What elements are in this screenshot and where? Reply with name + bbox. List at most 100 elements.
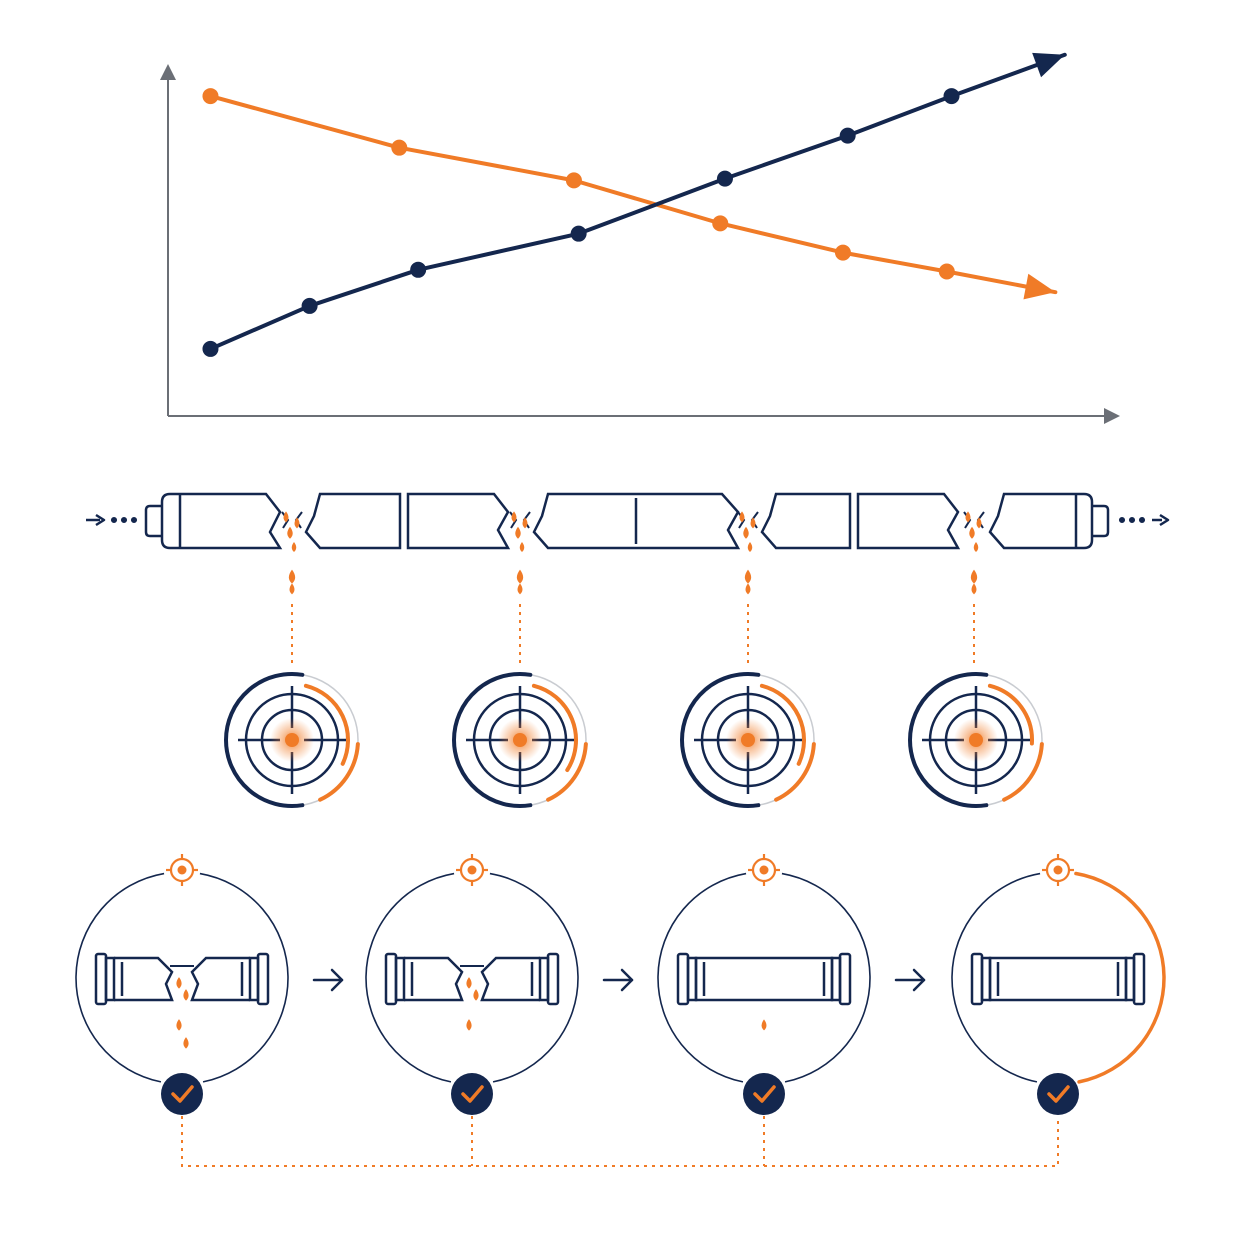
leak-points	[281, 511, 985, 664]
leak-drop-icon	[744, 569, 752, 584]
check-badge-icon	[1037, 1073, 1079, 1115]
crosshair-target-icon	[452, 672, 588, 808]
target-progress-arc	[759, 683, 806, 766]
pipe-segment-3	[406, 492, 511, 550]
crosshair-target-icon	[908, 672, 1044, 808]
leak-drop-icon	[289, 583, 295, 595]
series-1	[202, 88, 1058, 300]
leak-hotspot	[513, 733, 527, 747]
pipe-segment-2	[304, 492, 402, 550]
repair-stage-1	[75, 854, 289, 1115]
series-arrowhead	[1023, 273, 1056, 300]
leak-point-3	[737, 511, 759, 664]
leak-drop-icon	[515, 526, 521, 539]
leak-point-1	[281, 511, 303, 664]
leak-drop-icon	[176, 977, 182, 989]
repair-stage-2	[365, 854, 579, 1115]
crosshair-target-icon	[748, 854, 780, 886]
repair-stages	[75, 854, 1166, 1115]
crosshair-target-icon	[680, 672, 816, 808]
pipe-endcap-left	[144, 504, 162, 538]
leak-drop-icon	[745, 583, 751, 595]
arrow-right-icon	[894, 968, 926, 992]
leak-drop-icon	[739, 511, 745, 523]
leak-drop-icon	[750, 517, 756, 529]
data-point	[839, 127, 856, 144]
data-point	[834, 244, 851, 261]
data-point	[565, 172, 582, 189]
leak-point-4	[963, 511, 985, 664]
leak-drop-icon	[747, 542, 753, 552]
data-point	[202, 88, 219, 105]
pipe-segment-1	[160, 492, 283, 550]
pipe-broken	[94, 952, 270, 1006]
leak-drop-icon	[287, 526, 293, 539]
leak-drop-icon	[973, 542, 979, 552]
leak-hotspot	[741, 733, 755, 747]
leak-drop-icon	[466, 977, 472, 989]
stage-progress-arc	[1074, 871, 1166, 1084]
leak-drop-icon	[466, 1019, 472, 1031]
pipe-segment-6	[856, 492, 961, 550]
leak-drop-icon	[283, 511, 289, 523]
pipe-sealed	[676, 952, 852, 1006]
leak-drop-icon	[970, 569, 978, 584]
series-2	[202, 52, 1067, 357]
arrow-right-icon	[312, 968, 344, 992]
leak-hotspot	[969, 733, 983, 747]
check-badge-icon	[743, 1073, 785, 1115]
leak-drop-icon	[522, 517, 528, 529]
leak-drop-icon	[517, 583, 523, 595]
leak-drop-icon	[183, 1037, 189, 1049]
pipe-segment-4	[532, 492, 741, 550]
target-progress-arc	[987, 683, 1034, 746]
leak-drop-icon	[291, 542, 297, 552]
stage-arrows	[312, 968, 926, 992]
leak-drop-icon	[473, 989, 479, 1001]
pipe-restored	[970, 952, 1146, 1006]
target-progress-arc	[303, 683, 350, 766]
leak-drop-icon	[511, 511, 517, 523]
leak-drop-icon	[761, 1019, 767, 1031]
data-point	[391, 139, 408, 156]
leak-drop-icon	[965, 511, 971, 523]
data-point	[301, 297, 318, 314]
crosshair-target-icon	[456, 854, 488, 886]
inflow-arrow	[86, 513, 138, 527]
data-point	[410, 261, 427, 278]
leak-drop-icon	[294, 517, 300, 529]
crosshair-target-icon	[224, 672, 360, 808]
leak-drop-icon	[969, 526, 975, 539]
data-point	[938, 263, 955, 280]
leak-drop-icon	[976, 517, 982, 529]
leak-drop-icon	[971, 583, 977, 595]
pipe-endcap-right	[1092, 504, 1110, 538]
verification-connector	[181, 1116, 1059, 1167]
data-point	[202, 340, 219, 357]
series-arrowhead	[1032, 52, 1065, 78]
leak-point-2	[509, 511, 531, 664]
leak-drop-icon	[516, 569, 524, 584]
leak-drop-icon	[743, 526, 749, 539]
chart-axes	[160, 64, 1120, 424]
check-badge-icon	[161, 1073, 203, 1115]
check-badge-icon	[451, 1073, 493, 1115]
crosshair-target-icon	[166, 854, 198, 886]
series-layer	[202, 52, 1067, 357]
leak-target-gauges	[224, 672, 1044, 808]
leak-drop-icon	[183, 989, 189, 1001]
leak-drop-icon	[288, 569, 296, 584]
arrow-right-icon	[602, 968, 634, 992]
data-point	[943, 88, 960, 105]
data-point	[570, 225, 587, 242]
pipeline	[86, 492, 1170, 550]
pipe-segment-7	[988, 492, 1094, 550]
data-point	[712, 215, 729, 232]
leak-drop-icon	[176, 1019, 182, 1031]
leak-drop-icon	[519, 542, 525, 552]
outflow-arrow	[1118, 513, 1170, 527]
repair-stage-4	[951, 854, 1166, 1115]
leak-hotspot	[285, 733, 299, 747]
data-point	[716, 170, 733, 187]
